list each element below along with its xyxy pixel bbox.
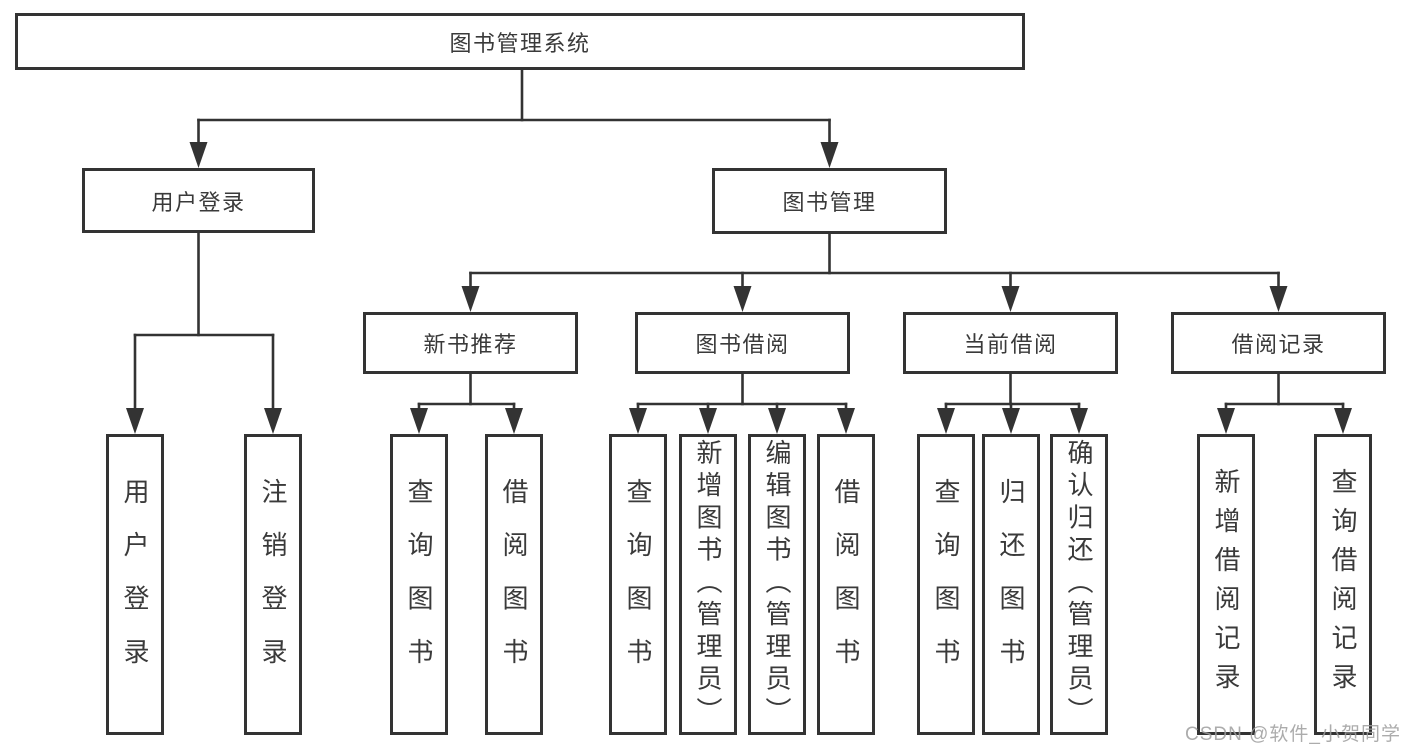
leaf-label: 新增借阅记录 [1211, 467, 1241, 702]
leaf-user-login: 用户登录 [106, 434, 164, 735]
leaf-label: 查询借阅记录 [1328, 467, 1358, 702]
leaf-label: 确认归还（管理员） [1064, 439, 1094, 730]
leaf-current-query-books: 查询图书 [917, 434, 975, 735]
leaf-newbook-borrow-books: 借阅图书 [485, 434, 543, 735]
leaf-borrow-borrow-books: 借阅图书 [817, 434, 875, 735]
leaf-current-confirm-return-admin: 确认归还（管理员） [1050, 434, 1108, 735]
leaf-label: 注销登录 [258, 477, 288, 692]
leaf-label: 查询图书 [931, 477, 961, 692]
node-current-borrow: 当前借阅 [903, 312, 1118, 374]
leaf-label: 查询图书 [623, 477, 653, 692]
leaf-label: 查询图书 [404, 477, 434, 692]
leaf-newbook-query-books: 查询图书 [390, 434, 448, 735]
leaf-records-add-record: 新增借阅记录 [1197, 434, 1255, 735]
node-user-login: 用户登录 [82, 168, 315, 233]
leaf-borrow-edit-books-admin: 编辑图书（管理员） [748, 434, 806, 735]
watermark-text: CSDN @软件_小贺同学 [1185, 724, 1401, 745]
leaf-borrow-query-books: 查询图书 [609, 434, 667, 735]
leaf-label: 借阅图书 [499, 477, 529, 692]
leaf-label: 借阅图书 [831, 477, 861, 692]
leaf-label: 编辑图书（管理员） [762, 439, 792, 730]
leaf-label: 归还图书 [996, 477, 1026, 692]
leaf-label: 新增图书（管理员） [693, 439, 723, 730]
node-new-book-recommend: 新书推荐 [363, 312, 578, 374]
leaf-borrow-add-books-admin: 新增图书（管理员） [679, 434, 737, 735]
node-borrow-records: 借阅记录 [1171, 312, 1386, 374]
leaf-records-query-record: 查询借阅记录 [1314, 434, 1372, 735]
node-book-borrow: 图书借阅 [635, 312, 850, 374]
leaf-label: 用户登录 [120, 477, 150, 692]
leaf-logout: 注销登录 [244, 434, 302, 735]
node-book-management: 图书管理 [712, 168, 947, 234]
node-root: 图书管理系统 [15, 13, 1025, 70]
leaf-current-return-books: 归还图书 [982, 434, 1040, 735]
